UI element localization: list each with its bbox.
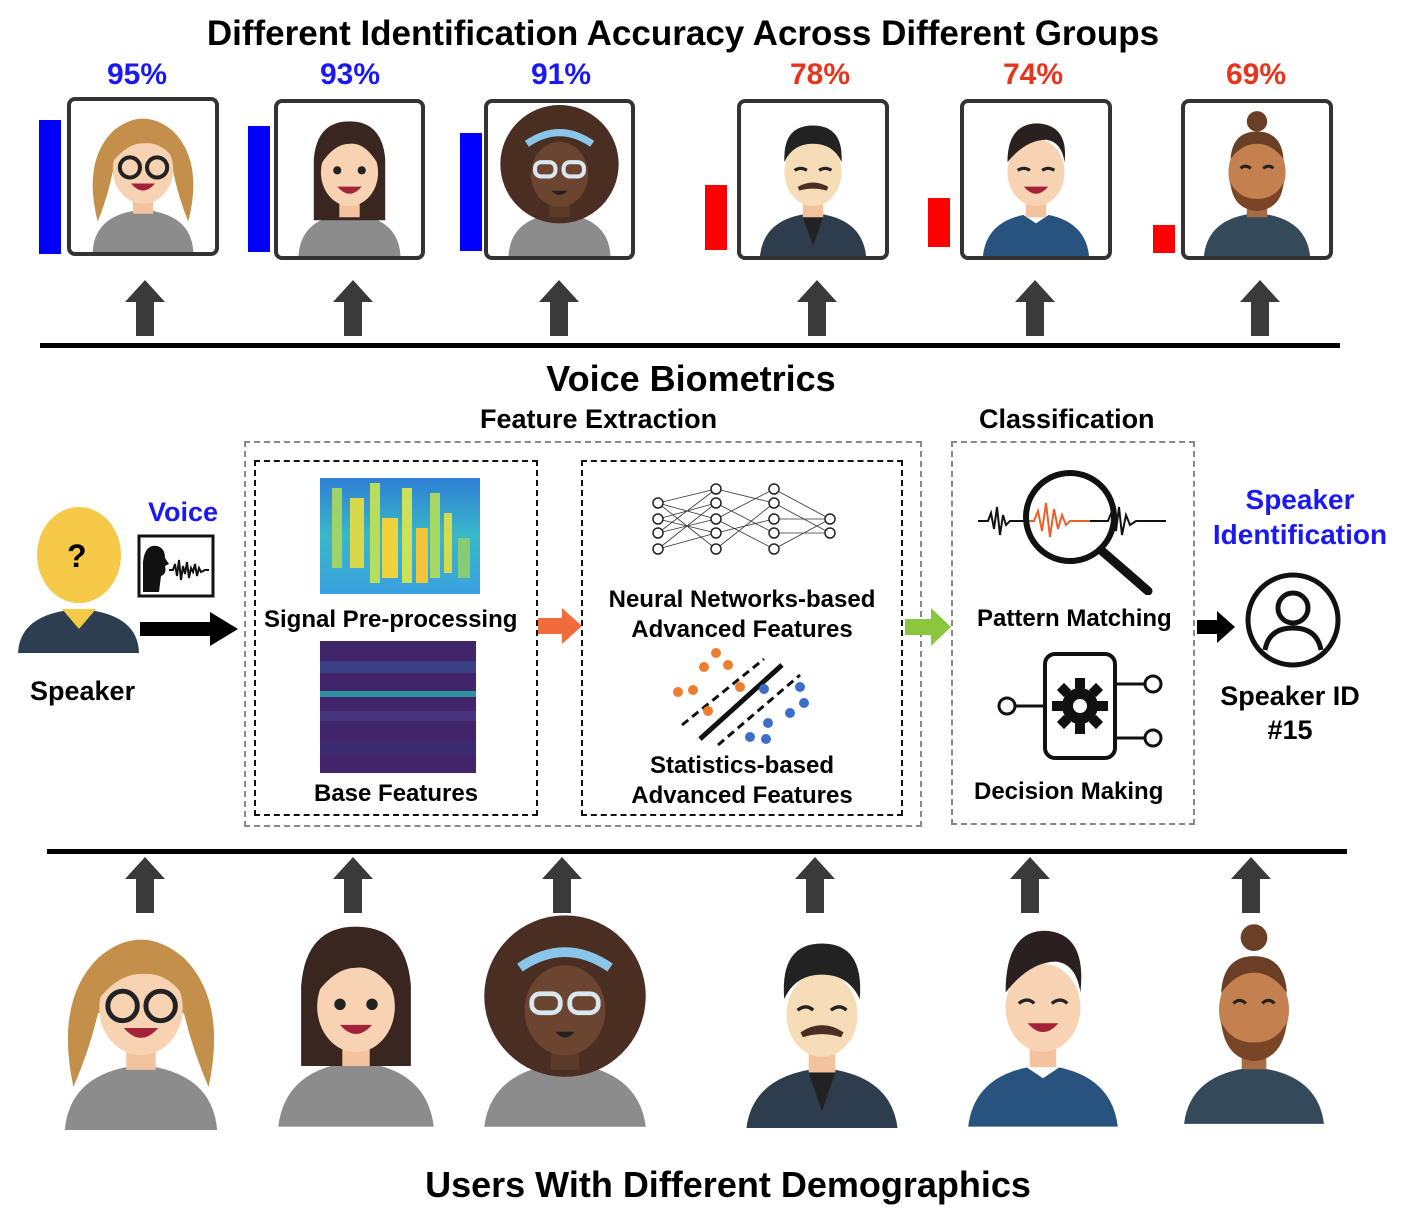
speaker-identification-label-line2: Identification bbox=[1212, 519, 1388, 550]
up-arrow-icon bbox=[333, 857, 373, 913]
up-arrow-icon bbox=[797, 280, 837, 336]
base-features-panel bbox=[254, 460, 538, 816]
accuracy-label-2: 93% bbox=[319, 58, 381, 91]
accuracy-label-1: 95% bbox=[106, 58, 168, 91]
pattern-matching-magnifier-icon bbox=[978, 470, 1166, 595]
voice-waveform-icon bbox=[137, 534, 215, 598]
statistics-scatter-icon bbox=[673, 648, 809, 747]
neural-network-icon bbox=[652, 483, 836, 555]
up-arrow-icon bbox=[542, 857, 582, 913]
avatar-woman-curly-hair bbox=[500, 105, 619, 256]
accuracy-label-6: 69% bbox=[1225, 58, 1287, 91]
up-arrow-icon bbox=[333, 280, 373, 336]
accuracy-bar-4 bbox=[705, 185, 727, 250]
speaker-identification-label-line1: Speaker bbox=[1245, 484, 1355, 515]
accuracy-bar-2 bbox=[248, 126, 270, 252]
bottom-divider bbox=[47, 849, 1347, 854]
user-avatar-woman-curly-hair bbox=[484, 915, 646, 1127]
nn-features-label-line1: Neural Networks-based bbox=[608, 586, 876, 613]
avatar-man-beard bbox=[1203, 111, 1311, 256]
classification-box bbox=[951, 441, 1195, 825]
bottom-title: Users With Different Demographics bbox=[425, 1164, 1031, 1205]
top-divider bbox=[40, 343, 1340, 348]
avatar-frame-5 bbox=[960, 99, 1112, 260]
up-arrow-icon bbox=[125, 857, 165, 913]
avatar-woman-dark-hair bbox=[298, 121, 401, 256]
stat-features-label-line2: Advanced Features bbox=[631, 782, 853, 809]
signal-preprocessing-label: Signal Pre-processing bbox=[264, 606, 518, 633]
nn-features-label-line2: Advanced Features bbox=[631, 616, 853, 643]
feature-extraction-label: Feature Extraction bbox=[480, 404, 718, 434]
avatar-man-mustache bbox=[759, 125, 867, 256]
speaker-silhouette-icon bbox=[18, 507, 139, 653]
user-avatar-woman-dark-hair bbox=[278, 926, 434, 1127]
user-profile-icon bbox=[1245, 572, 1341, 668]
pattern-matching-label: Pattern Matching bbox=[977, 605, 1172, 632]
base-features-heatmap bbox=[320, 641, 476, 773]
accuracy-label-4: 78% bbox=[789, 58, 851, 91]
black-arrow-icon bbox=[1197, 611, 1235, 643]
avatar-frame-2 bbox=[274, 99, 425, 260]
top-title: Different Identification Accuracy Across… bbox=[206, 14, 1160, 53]
accuracy-bar-1 bbox=[39, 120, 61, 254]
accuracy-bar-6 bbox=[1153, 225, 1175, 253]
avatar-frame-4 bbox=[737, 99, 889, 260]
accuracy-bar-3 bbox=[460, 133, 482, 251]
up-arrow-icon bbox=[795, 857, 835, 913]
green-arrow-icon bbox=[905, 608, 951, 646]
user-avatar-man-beard bbox=[1184, 924, 1324, 1124]
accuracy-label-5: 74% bbox=[1002, 58, 1064, 91]
speaker-question-mark: ? bbox=[67, 538, 87, 574]
up-arrow-icon bbox=[1010, 857, 1050, 913]
user-avatar-man-smiling bbox=[968, 930, 1118, 1127]
avatar-frame-1 bbox=[67, 97, 219, 256]
right-arrow-icon bbox=[140, 612, 238, 646]
speaker-id-label-line2: #15 bbox=[1267, 715, 1313, 745]
up-arrow-icon bbox=[1015, 280, 1055, 336]
decision-making-chip-icon bbox=[997, 652, 1163, 760]
advanced-features-panel bbox=[581, 460, 903, 816]
speaker-id-label-line1: Speaker ID bbox=[1220, 681, 1360, 711]
orange-arrow-icon bbox=[538, 608, 582, 644]
stat-features-label-line1: Statistics-based bbox=[649, 752, 835, 779]
speaker-label: Speaker bbox=[30, 676, 136, 706]
avatar-frame-6 bbox=[1181, 99, 1333, 260]
voice-label: Voice bbox=[148, 497, 219, 527]
middle-title: Voice Biometrics bbox=[546, 358, 836, 399]
avatar-man-smiling bbox=[982, 123, 1090, 256]
accuracy-label-3: 91% bbox=[530, 58, 592, 91]
classification-label: Classification bbox=[979, 404, 1155, 434]
up-arrow-icon bbox=[1240, 280, 1280, 336]
accuracy-bar-5 bbox=[928, 198, 950, 247]
up-arrow-icon bbox=[1231, 857, 1271, 913]
user-avatar-man-mustache bbox=[746, 943, 898, 1128]
avatar-frame-3 bbox=[484, 99, 635, 260]
up-arrow-icon bbox=[539, 280, 579, 336]
decision-making-label: Decision Making bbox=[974, 778, 1164, 805]
avatar-woman-glasses-blonde bbox=[92, 118, 194, 252]
up-arrow-icon bbox=[125, 280, 165, 336]
user-avatar-woman-glasses-blonde bbox=[64, 939, 218, 1130]
base-features-label: Base Features bbox=[314, 780, 479, 807]
spectrogram-image bbox=[320, 478, 480, 594]
